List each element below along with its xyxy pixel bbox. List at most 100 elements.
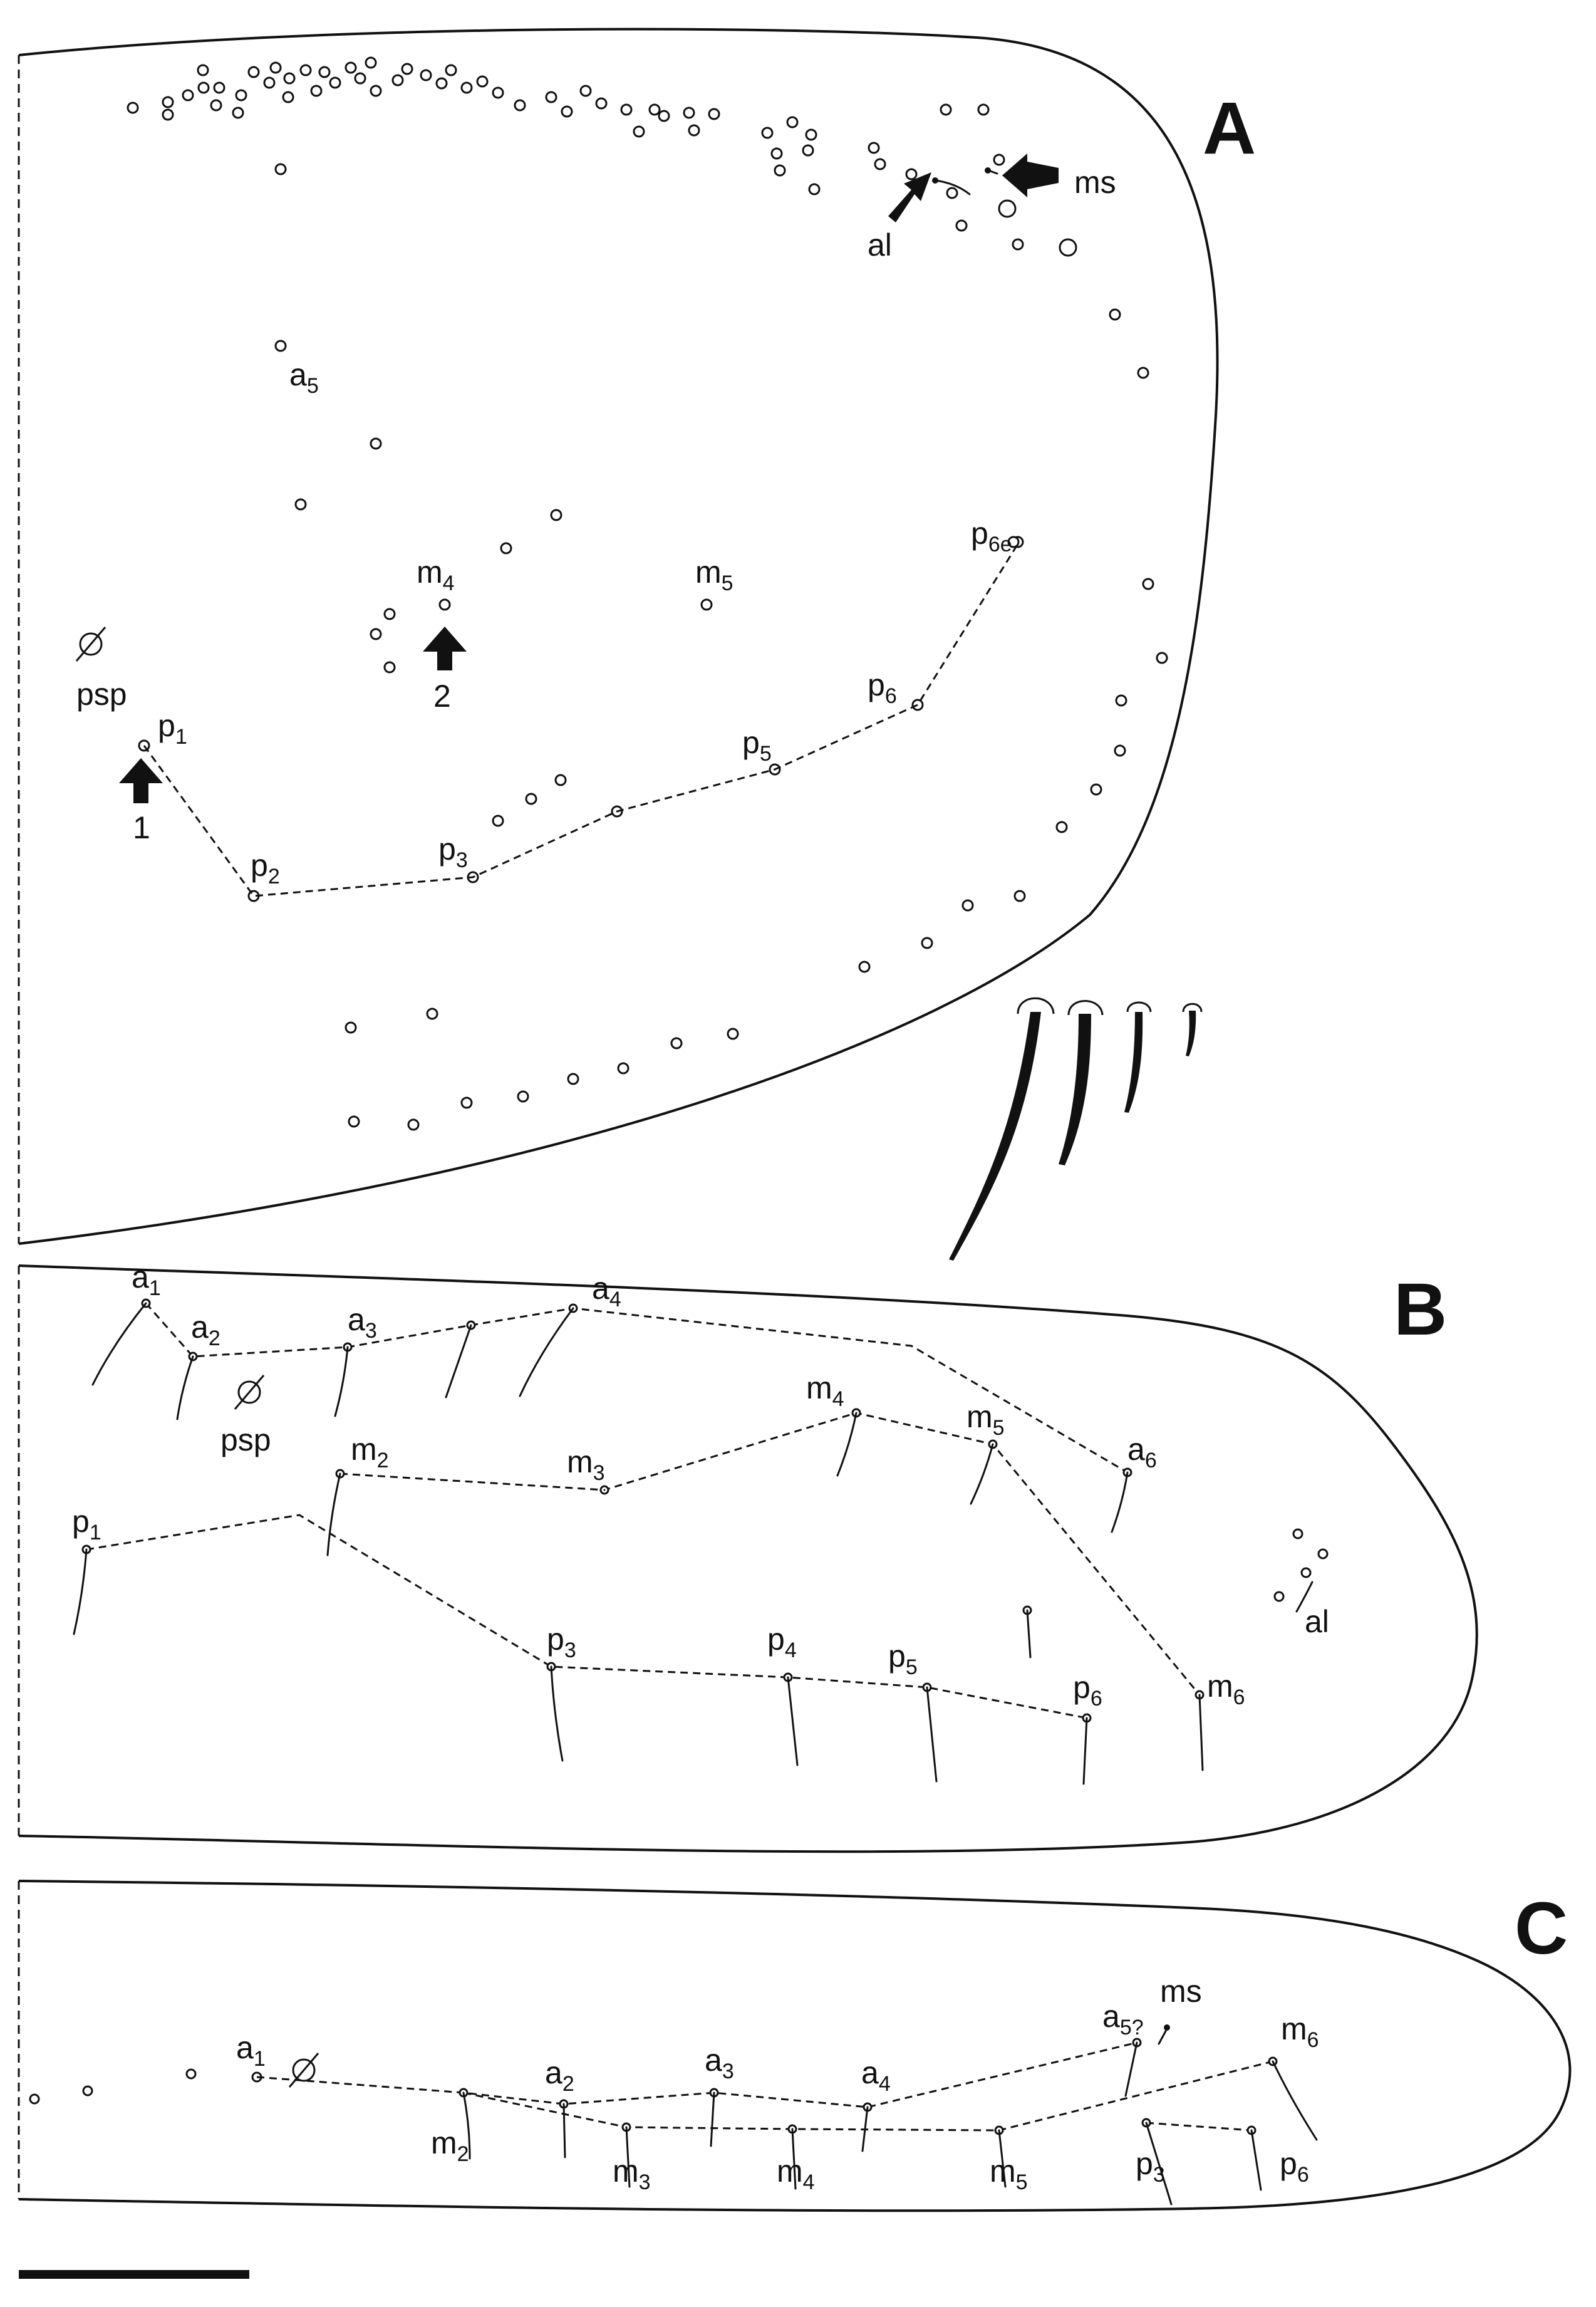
ms-seta	[1158, 2028, 1168, 2045]
seta	[836, 1412, 858, 1477]
panel-c-pores	[29, 2068, 262, 2105]
pore	[1115, 694, 1127, 707]
seta	[1250, 2129, 1262, 2191]
panel-c-letter: C	[1515, 1887, 1568, 1970]
seta-ms	[1186, 1011, 1196, 1056]
panel-b-pores	[1273, 1528, 1329, 1602]
seta	[91, 1302, 147, 1386]
label-m4: m4	[777, 2153, 815, 2194]
label-a5: a5	[289, 357, 319, 398]
seta	[791, 2128, 797, 2190]
scale-bar	[19, 2270, 249, 2279]
pore	[1114, 744, 1126, 757]
pseudopore-icon	[75, 627, 106, 662]
setae-inset	[949, 997, 1203, 1261]
label-a2: a2	[191, 1310, 220, 1350]
seta	[462, 2091, 471, 2160]
seta	[625, 2126, 631, 2188]
label-m2: m2	[431, 2125, 469, 2166]
label-p3: p3	[1136, 2146, 1165, 2187]
label-m3: m3	[613, 2153, 651, 2194]
pore	[961, 899, 974, 912]
pore	[517, 1090, 529, 1103]
pore	[82, 2085, 93, 2096]
label-arrow-1: 1	[133, 810, 150, 845]
pore	[802, 144, 814, 157]
label-p6: p6	[868, 667, 897, 708]
al-seta	[934, 179, 971, 195]
pore	[500, 542, 512, 555]
label-p2: p2	[251, 848, 280, 888]
seta	[1272, 2060, 1318, 2141]
seta	[1111, 1471, 1129, 1533]
pore	[1273, 1591, 1285, 1602]
pore	[283, 72, 296, 85]
pseudopore-icon	[288, 2053, 319, 2088]
label-p5: p5	[888, 1638, 918, 1679]
seta-s	[1124, 1012, 1143, 1113]
seta-2	[1059, 1014, 1091, 1165]
arrow-icon	[423, 627, 467, 670]
pore	[658, 110, 670, 122]
pore	[445, 64, 457, 76]
panel-b: B a1 a2 a3 a4 psp m2 m3 m4 m5 a6 p1 p3 p…	[18, 1259, 1478, 1853]
pore	[1007, 536, 1020, 548]
panel-a-pores	[127, 56, 1168, 1131]
pseudopore-icon	[234, 1375, 265, 1410]
label-p6: p6	[1073, 1670, 1102, 1711]
label-p6e: p6e	[971, 516, 1012, 556]
pore	[182, 89, 194, 102]
pore	[761, 127, 774, 139]
pore	[460, 1096, 473, 1109]
pore	[269, 61, 282, 74]
al-seta	[1295, 1581, 1314, 1613]
pore	[370, 85, 382, 97]
pore	[858, 961, 871, 973]
pore	[294, 498, 307, 511]
label-m6: m6	[1207, 1669, 1245, 1709]
seta	[1124, 2041, 1138, 2097]
pore	[579, 85, 592, 97]
label-a1: a1	[236, 2030, 266, 2071]
label-p1: p1	[72, 1504, 101, 1544]
pore	[905, 168, 918, 180]
pore	[345, 1021, 357, 1034]
pore	[345, 61, 357, 74]
seta	[998, 2129, 1007, 2188]
pore	[318, 66, 331, 78]
seta	[176, 1355, 194, 1420]
label-m5: m5	[695, 555, 733, 595]
pore	[998, 199, 1017, 218]
seta	[1198, 1694, 1204, 1771]
pore	[708, 108, 720, 120]
seta	[326, 1472, 341, 1556]
pore	[29, 2093, 40, 2105]
pore	[1317, 1548, 1329, 1560]
label-m3: m3	[567, 1444, 605, 1485]
label-p3: p3	[438, 831, 468, 872]
pore	[274, 163, 287, 175]
label-a6: a6	[1127, 1432, 1157, 1472]
label-m6: m6	[1281, 2011, 1319, 2052]
seta	[550, 1665, 564, 1762]
pore	[1292, 1528, 1303, 1539]
pore	[162, 96, 174, 108]
pore	[274, 340, 287, 352]
label-m5: m5	[990, 2153, 1028, 2194]
pore	[1013, 890, 1026, 902]
pore	[805, 128, 817, 141]
pore	[688, 124, 700, 137]
seta	[787, 1676, 799, 1766]
pore	[282, 91, 294, 103]
pore	[247, 66, 260, 78]
pore	[1137, 367, 1149, 379]
pore	[868, 142, 880, 154]
ms-socket	[1164, 2024, 1170, 2031]
label-p3: p3	[547, 1622, 576, 1662]
label-a4: a4	[592, 1271, 621, 1311]
panel-c: C a1 a2 a3 a4 a5? ms m6 m2 m3 m4 m5 p3 p…	[18, 1880, 1572, 2212]
pore	[435, 77, 448, 90]
pore	[993, 154, 1005, 166]
ms-socket	[985, 167, 991, 174]
